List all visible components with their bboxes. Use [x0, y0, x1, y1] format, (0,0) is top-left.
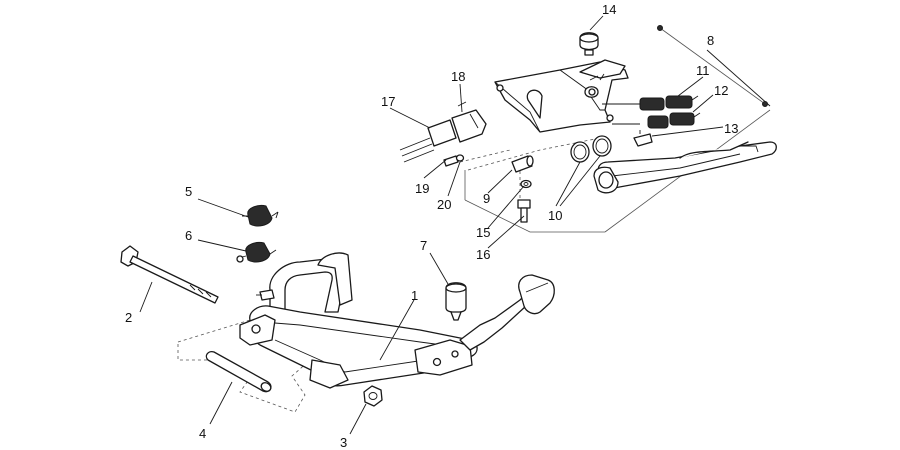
callout-labels: 1 2 3 4 5 6 7 8 9 10 11 12 13 14 15 16 1… — [125, 2, 738, 450]
leader-lines — [139, 15, 771, 435]
callout-10: 10 — [548, 208, 562, 223]
callout-15: 15 — [476, 225, 490, 240]
callout-3: 3 — [340, 435, 347, 450]
center-stand-frame[interactable] — [239, 252, 555, 389]
side-stand-switch-connector[interactable] — [399, 101, 487, 163]
spring-lower[interactable] — [236, 242, 277, 263]
callout-20: 20 — [437, 197, 451, 212]
pivot-bolt[interactable] — [120, 245, 219, 304]
callout-9: 9 — [483, 191, 490, 206]
side-stand-pin[interactable] — [633, 130, 653, 147]
washer-small[interactable] — [520, 179, 532, 189]
callout-8: 8 — [707, 33, 714, 48]
rubber-buffer[interactable] — [445, 282, 467, 321]
callout-14: 14 — [602, 2, 616, 17]
screw[interactable] — [517, 199, 531, 223]
callout-19: 19 — [415, 181, 429, 196]
callout-5: 5 — [185, 184, 192, 199]
callout-13: 13 — [724, 121, 738, 136]
callout-18: 18 — [451, 69, 465, 84]
callout-11: 11 — [696, 63, 710, 78]
callout-16: 16 — [476, 247, 490, 262]
callout-4: 4 — [199, 426, 206, 441]
side-stand-bracket[interactable] — [494, 59, 629, 133]
callout-6: 6 — [185, 228, 192, 243]
callout-1: 1 — [411, 288, 418, 303]
spacer-tube[interactable] — [205, 350, 272, 393]
callout-17: 17 — [381, 94, 395, 109]
side-stand-spring-inner[interactable] — [612, 112, 701, 129]
cable-clip[interactable] — [443, 154, 465, 167]
callout-7: 7 — [420, 238, 427, 253]
washers[interactable] — [570, 135, 612, 163]
side-stand-rubber-pad[interactable] — [579, 32, 599, 56]
side-stand-spring-outer[interactable] — [602, 95, 699, 111]
spring-upper[interactable] — [242, 205, 279, 227]
callout-2: 2 — [125, 310, 132, 325]
nut[interactable] — [363, 385, 383, 407]
bushing[interactable] — [511, 155, 534, 173]
callout-12: 12 — [714, 83, 728, 98]
side-stand-leg[interactable] — [593, 141, 777, 194]
